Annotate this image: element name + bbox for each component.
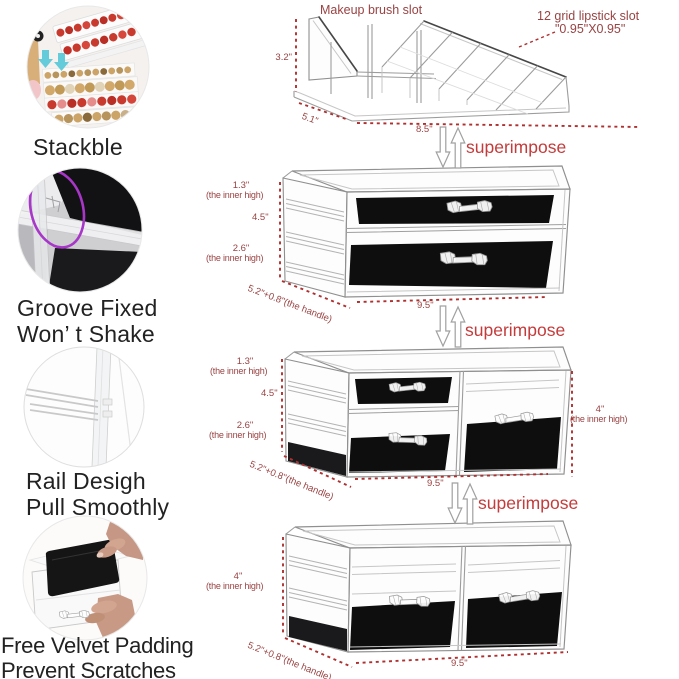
stack-arrows-icon [38, 50, 69, 71]
superimpose-arrows-icon [435, 126, 466, 169]
dim-d2-inner-bottom-note: (the inner high) [206, 253, 264, 263]
superimpose-label-1: superimpose [466, 137, 567, 157]
label-lipstick-slot-line1: 12 grid lipstick slot [537, 9, 640, 23]
superimpose-arrows-icon [435, 305, 466, 348]
dim-d3-inner-bottom: 2.6" [236, 420, 254, 431]
dim-d3-height: 4.5" [261, 388, 278, 399]
dim-d2-inner-bottom: 2.6" [232, 243, 250, 254]
three-drawer-organizer-drawing [284, 346, 572, 478]
feature-label-velvet-line1: Free Velvet Padding [1, 633, 194, 658]
superimpose-label-3: superimpose [478, 493, 579, 513]
two-large-drawer-organizer-drawing [285, 520, 572, 653]
superimpose-arrows-icon [447, 482, 478, 525]
dim-d3-inner-bottom-note: (the inner high) [209, 430, 267, 440]
feature-label-rail-line2: Pull Smoothly [26, 494, 170, 520]
two-drawer-organizer-drawing [282, 165, 571, 298]
dim-d3-inner-top-note: (the inner high) [210, 366, 268, 376]
superimpose-label-2: superimpose [465, 320, 566, 340]
velvet-photo [23, 516, 147, 640]
groove-photo [18, 168, 142, 292]
dim-d3-inner-top: 1.3" [236, 356, 254, 367]
shelf-organizer-drawing [293, 16, 570, 122]
dim-d2-inner-top: 1.3" [232, 180, 250, 191]
dimension-dashed-lines [279, 19, 641, 668]
feature-label-velvet-line2: Prevent Scratches [1, 658, 176, 679]
dim-shelf-width: 8.5" [416, 124, 433, 135]
dim-d3-inner-right: 4" [595, 404, 605, 415]
dim-d4-inner: 4" [233, 571, 243, 582]
label-makeup-brush-slot: Makeup brush slot [320, 3, 423, 17]
dim-d4-width: 9.5" [451, 658, 468, 669]
dim-d3-width: 9.5" [427, 478, 444, 489]
dim-d2-inner-top-note: (the inner high) [206, 190, 264, 200]
feature-label-rail-line1: Rail Desigh [26, 468, 146, 494]
label-lipstick-slot-line2: "0.95"X0.95" [555, 22, 626, 36]
dim-d4-inner-note: (the inner high) [206, 581, 264, 591]
dim-d2-width: 9.5" [417, 300, 434, 311]
dim-d3-inner-right-note: (the inner high) [570, 414, 628, 424]
rail-photo [24, 347, 144, 467]
dim-shelf-height: 3.2" [275, 52, 292, 63]
dim-d2-height: 4.5" [252, 212, 269, 223]
feature-label-groove-line2: Won’ t Shake [17, 321, 155, 347]
feature-label-groove-line1: Groove Fixed [17, 295, 158, 321]
stackable-photo [27, 6, 149, 128]
feature-label-stackable: Stackble [33, 134, 123, 160]
